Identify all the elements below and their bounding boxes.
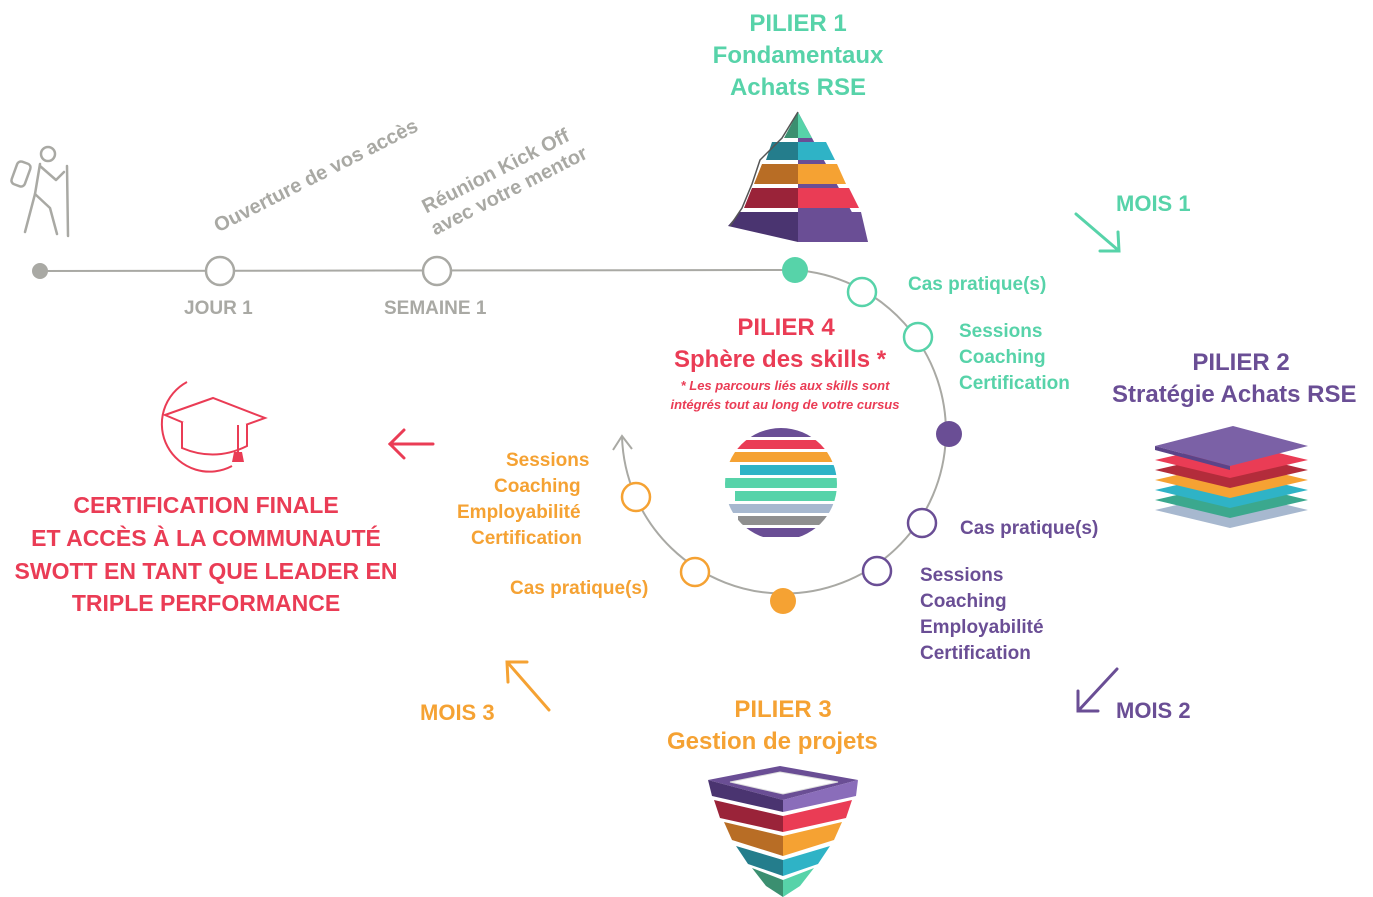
arrow-month1-icon [1074, 212, 1121, 253]
purple-employability-label: Employabilité [920, 617, 1044, 638]
pillar1-subtitle-1: Fondamentaux [712, 42, 884, 69]
orange-coaching-label: Coaching [494, 476, 581, 497]
month2-label: MOIS 2 [1116, 698, 1191, 723]
pillar1-subtitle-2: Achats RSE [729, 74, 867, 101]
timeline-label-week1: SEMAINE 1 [384, 298, 487, 319]
final-line-3: SWOTT EN TANT QUE LEADER EN [14, 558, 398, 584]
teal-case-label: Cas pratique(s) [908, 274, 1047, 295]
teal-coaching-label: Coaching [959, 347, 1046, 368]
node-purple-case [906, 507, 938, 539]
inverted-pyramid-icon [708, 766, 858, 897]
final-line-4: TRIPLE PERFORMANCE [71, 590, 341, 616]
graduation-cap-icon [160, 381, 268, 473]
timeline-start-dot [32, 263, 48, 279]
final-line-1: CERTIFICATION FINALE [73, 492, 339, 518]
cycle-arc [621, 269, 947, 595]
arrow-month3-icon [505, 660, 551, 712]
pillar4-subtitle: Sphère des skills * [674, 346, 887, 373]
pillar2-title: PILIER 2 [1192, 349, 1290, 376]
node-teal-case [846, 276, 878, 308]
arrow-month2-icon [1076, 667, 1119, 713]
purple-coaching-label: Coaching [920, 591, 1007, 612]
final-line-2: ET ACCÈS À LA COMMUNAUTÉ [31, 525, 381, 551]
month3-label: MOIS 3 [420, 700, 495, 725]
purple-case-label: Cas pratique(s) [960, 518, 1099, 539]
pillar3-title: PILIER 3 [734, 696, 832, 723]
pillar2-subtitle: Stratégie Achats RSE [1112, 381, 1357, 408]
pillar3-subtitle: Gestion de projets [667, 728, 878, 755]
purple-certification-label: Certification [920, 643, 1031, 664]
pillar4-note-2: intégrés tout au long de votre cursus [670, 397, 900, 412]
node-teal-start [782, 257, 808, 283]
month1-label: MOIS 1 [1116, 191, 1191, 216]
orange-certification-label: Certification [471, 528, 582, 549]
teal-certification-label: Certification [959, 373, 1070, 394]
pillar1-title: PILIER 1 [749, 10, 847, 37]
layered-stack-icon [1155, 426, 1308, 528]
timeline-node-day1 [204, 255, 236, 287]
hiker-icon [10, 145, 70, 238]
purple-sessions-label: Sessions [920, 565, 1004, 586]
orange-case-label: Cas pratique(s) [510, 578, 649, 599]
striped-sphere-icon [725, 428, 837, 537]
timeline-line [39, 269, 796, 272]
node-teal-sessions [902, 321, 934, 353]
teal-sessions-label: Sessions [959, 321, 1043, 342]
orange-employability-label: Employabilité [457, 502, 581, 523]
node-orange-sessions [620, 481, 652, 513]
timeline-node-week1 [421, 255, 453, 287]
node-orange-start [770, 588, 796, 614]
cycle-arrowhead [612, 434, 633, 451]
node-purple-sessions [861, 555, 893, 587]
pillar4-title: PILIER 4 [737, 314, 835, 341]
arrow-final-icon [387, 428, 435, 460]
node-orange-case [679, 556, 711, 588]
timeline-label-day1: JOUR 1 [184, 298, 253, 319]
pillar4-note-1: * Les parcours liés aux skills sont [680, 378, 890, 393]
pyramid-icon [728, 111, 868, 242]
node-purple-start [936, 421, 962, 447]
orange-sessions-label: Sessions [506, 450, 590, 471]
